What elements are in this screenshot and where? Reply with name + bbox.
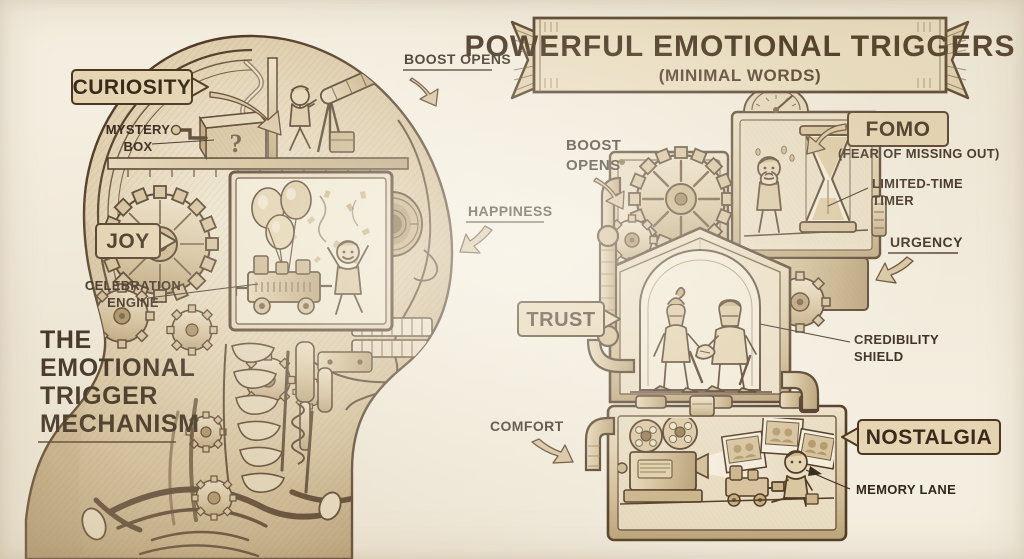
badge-fomo-label: FOMO <box>866 118 931 141</box>
callout-memory-lane: MEMORY LANE <box>805 466 956 497</box>
badge-curiosity-label: CURIOSITY <box>73 76 192 99</box>
badge-fomo[interactable]: FOMO <box>847 111 949 147</box>
badge-curiosity[interactable]: CURIOSITY <box>71 69 209 105</box>
label-happiness: HAPPINESS <box>459 203 553 254</box>
callout-memory-lane-line1: MEMORY LANE <box>856 482 956 497</box>
banner-title: POWERFUL EMOTIONAL TRIGGERS <box>465 30 1016 63</box>
callout-celebration-engine: CELEBRATION ENGINE <box>85 278 259 310</box>
callout-credibility-shield-line2: SHIELD <box>854 349 903 364</box>
callout-limited-time-timer-line2: TIMER <box>872 193 914 208</box>
memory-lane-arrowhead-icon <box>808 466 822 476</box>
happiness-arrow-icon <box>459 225 493 254</box>
page-title-line4: MECHANISM <box>40 410 200 438</box>
label-boost-opens-right-line2: OPENS <box>566 157 621 174</box>
label-boost-opens-right-line1: BOOST <box>566 137 621 154</box>
page-title-line2: EMOTIONAL <box>40 354 195 382</box>
callout-mystery-box-line1: MYSTERY <box>106 122 170 137</box>
banner-ribbon: POWERFUL EMOTIONAL TRIGGERS (MINIMAL WOR… <box>465 16 1016 100</box>
callout-credibility-shield: CREDIBILITY SHIELD <box>759 323 939 364</box>
banner-subtitle: (MINIMAL WORDS) <box>659 66 822 85</box>
boost-opens-right-arrow-icon <box>593 177 625 210</box>
label-comfort: COMFORT <box>490 418 574 464</box>
badge-nostalgia[interactable]: NOSTALGIA <box>841 419 1001 455</box>
label-boost-opens-right: BOOST OPENS <box>566 137 625 210</box>
page-title: THE EMOTIONAL TRIGGER MECHANISM <box>38 326 200 443</box>
badge-trust-label: TRUST <box>526 309 595 331</box>
comfort-arrow-icon <box>531 438 574 464</box>
callout-mystery-box: MYSTERY BOX <box>106 122 215 154</box>
page-title-line3: TRIGGER <box>40 382 158 410</box>
callout-limited-time-timer: LIMITED-TIME TIMER <box>827 176 963 208</box>
label-urgency: URGENCY <box>875 234 963 284</box>
callout-mystery-box-line2: BOX <box>123 139 152 154</box>
label-happiness-text: HAPPINESS <box>468 203 553 219</box>
badge-joy-label: JOY <box>106 230 150 253</box>
badge-nostalgia-label: NOSTALGIA <box>866 426 993 449</box>
curiosity-arrow-icon <box>209 91 282 136</box>
label-boost-opens-left: BOOST OPENS <box>403 51 511 107</box>
urgency-arrow-icon <box>875 256 914 284</box>
badge-joy[interactable]: JOY <box>95 223 177 259</box>
badge-fomo-sublabel: (FEAR OF MISSING OUT) <box>838 146 1000 161</box>
callout-limited-time-timer-line1: LIMITED-TIME <box>872 176 963 191</box>
callout-credibility-shield-line1: CREDIBILITY <box>854 332 939 347</box>
label-urgency-text: URGENCY <box>890 234 963 250</box>
boost-opens-left-arrow-icon <box>409 77 439 107</box>
page-title-line1: THE <box>40 326 92 354</box>
callout-celebration-engine-line1: CELEBRATION <box>85 278 181 293</box>
badge-trust[interactable]: TRUST <box>517 301 621 337</box>
label-comfort-text: COMFORT <box>490 418 564 434</box>
label-boost-opens-left-text: BOOST OPENS <box>404 51 511 67</box>
